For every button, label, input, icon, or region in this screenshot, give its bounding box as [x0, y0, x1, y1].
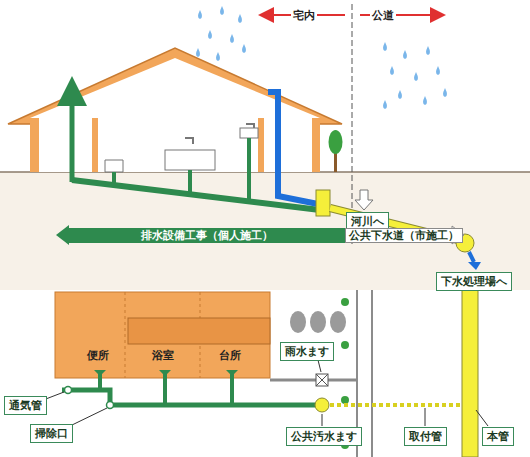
node-text: 掃除口	[35, 427, 68, 440]
room-label: 便所	[87, 348, 109, 363]
rain-drop	[423, 96, 427, 105]
node-text: 通気管	[9, 399, 42, 412]
callout-label: 掃除口	[30, 424, 73, 443]
rain-drop	[220, 6, 224, 15]
rain-drop	[383, 100, 387, 109]
node-text: 公共汚水ます	[291, 430, 357, 443]
rain-drop	[403, 50, 407, 59]
treatment-box: 下水処理場へ	[436, 272, 512, 291]
rain-drop	[230, 34, 234, 43]
public-work-band: 公共下水道（市施工）	[345, 228, 463, 243]
node-text: 公共下水道（市施工）	[349, 228, 459, 243]
callout-label: 取付管	[404, 427, 447, 446]
rain-drop	[390, 66, 394, 75]
rain-drop	[242, 44, 246, 53]
rain-drop	[426, 46, 430, 55]
room-label: 台所	[219, 348, 241, 363]
rain-drop	[238, 14, 242, 23]
rain-drop	[208, 30, 212, 39]
rain-drop	[383, 42, 387, 51]
rain-drop	[436, 66, 440, 75]
callout-label: 雨水ます	[280, 342, 334, 361]
node-text: 雨水ます	[285, 345, 329, 358]
rain-drop	[216, 52, 220, 61]
callout-label: 通気管	[4, 396, 47, 415]
callout-label: 公共汚水ます	[286, 427, 362, 446]
room-label: 浴室	[152, 348, 174, 363]
region-label: 公道	[370, 8, 396, 23]
rain-drop	[198, 10, 202, 19]
rain-drop	[398, 90, 402, 99]
rain-drop	[443, 88, 447, 97]
node-text: 排水設備工事（個人施工）	[141, 228, 273, 243]
rain-drop	[196, 48, 200, 57]
node-text: 下水処理場へ	[441, 275, 507, 288]
node-text: 取付管	[409, 430, 442, 443]
region-label: 宅内	[291, 8, 317, 23]
rain-drop	[414, 72, 418, 81]
callout-label: 本管	[482, 427, 514, 446]
node-text: 本管	[487, 430, 509, 443]
private-work-band: 排水設備工事（個人施工）	[69, 228, 345, 243]
node-text: 河川へ	[351, 215, 384, 228]
